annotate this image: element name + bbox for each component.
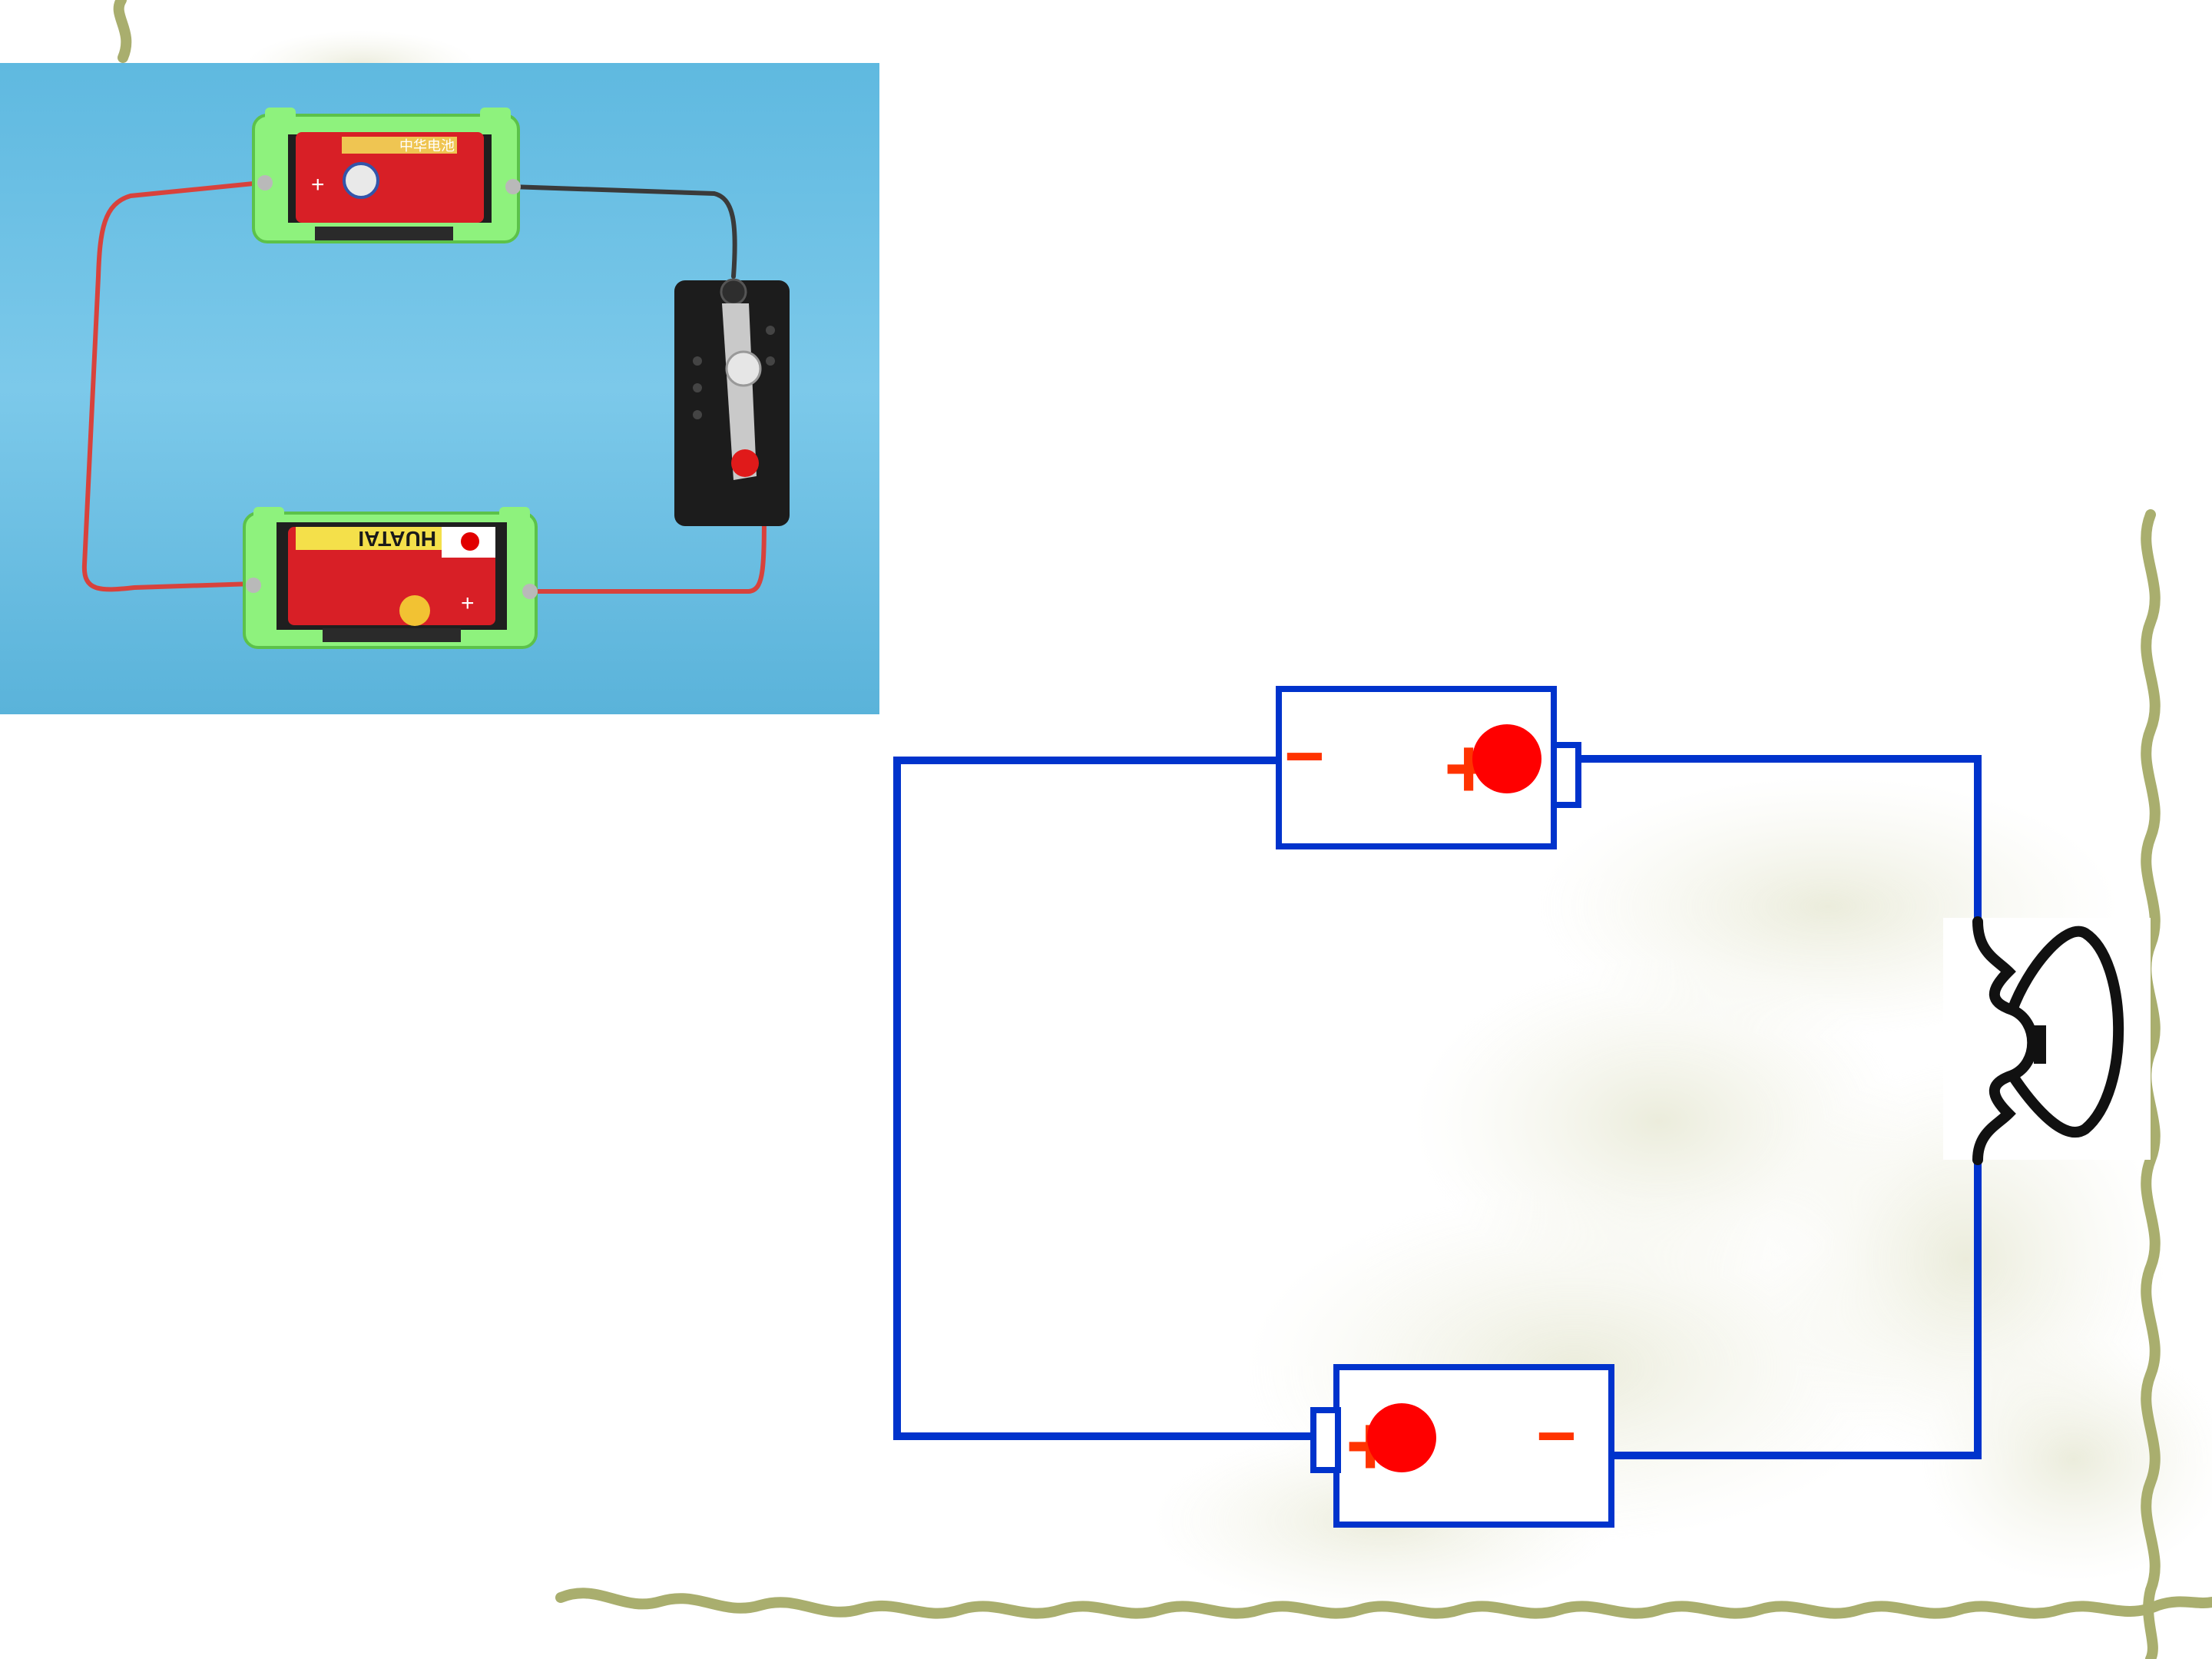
battery-bottom-neg-sign: −: [1536, 1398, 1577, 1475]
bulb-icon: [1943, 916, 2151, 1165]
photo-battery-top: 中华电池 +: [252, 108, 521, 243]
battery-top-dot: [1472, 724, 1541, 793]
battery-top-neg-sign: −: [1284, 718, 1325, 795]
battery-bottom-brand: HUATAI: [358, 527, 436, 551]
battery-top-label: 中华电池: [399, 138, 455, 154]
vine-bottom: [555, 1588, 2212, 1619]
circuit-photo: 中华电池 + HUATAI +: [0, 63, 879, 714]
battery-bottom-dot: [1367, 1403, 1436, 1472]
photo-switch: [674, 278, 790, 526]
wire-bottom-right: [1609, 1144, 1982, 1459]
circuit-diagram: − + + −: [893, 686, 2151, 1528]
battery-cell-bottom-symbol: + −: [1310, 1364, 1614, 1528]
vine-top-left: [113, 0, 132, 63]
photo-wire-top-right: [508, 184, 737, 279]
bulb-filament: [2009, 1005, 2038, 1081]
wire-top-left: [893, 757, 1315, 1440]
battery-cell-bottom-terminal: [1310, 1407, 1341, 1473]
photo-wire-left: [81, 180, 263, 592]
battery-top-pos-mark: +: [311, 172, 325, 197]
circuit-wires: [893, 755, 1982, 1459]
battery-bottom-pos-mark: +: [461, 591, 475, 616]
battery-cell-top-terminal: [1551, 742, 1581, 808]
bulb-outline: [1972, 916, 2124, 1165]
wire-top-right: [1577, 755, 1982, 918]
photo-battery-bottom: HUATAI +: [243, 507, 538, 649]
battery-cell-top-symbol: − +: [1276, 686, 1581, 849]
battery-cell-top: [296, 132, 484, 223]
